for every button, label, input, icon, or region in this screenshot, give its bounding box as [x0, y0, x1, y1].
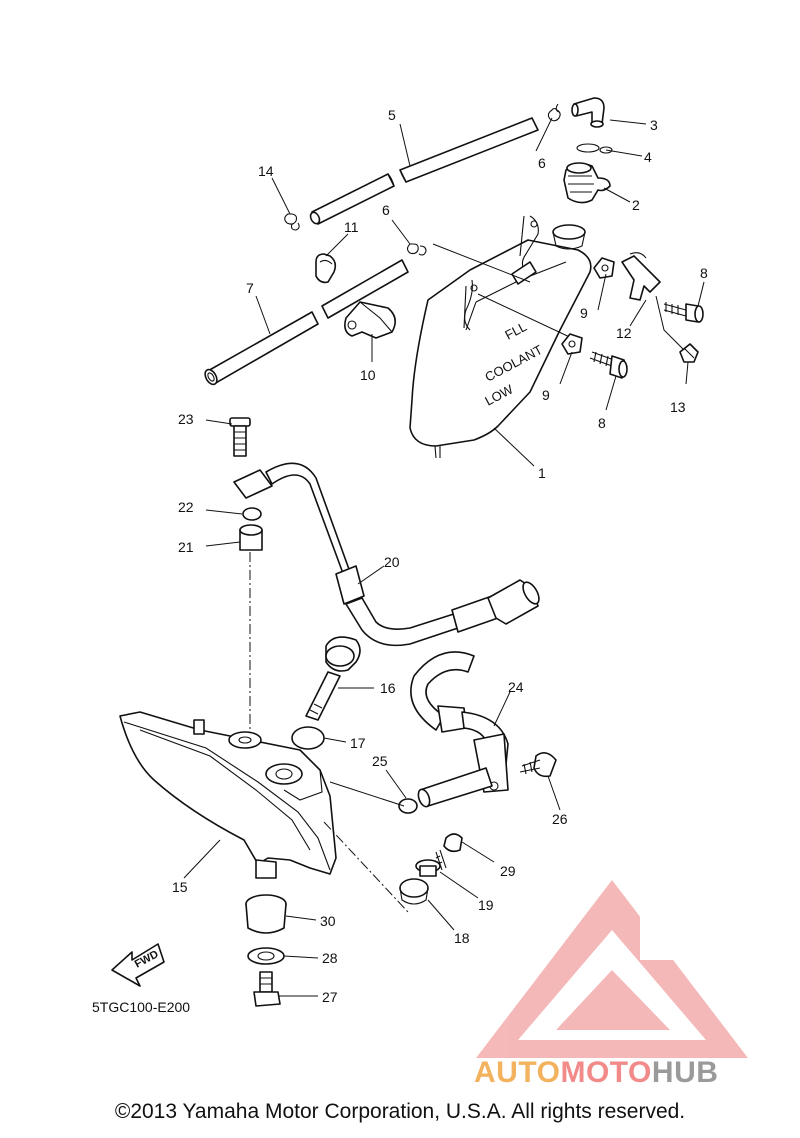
hose-24 [410, 651, 509, 808]
callout-8-right: 8 [700, 265, 708, 281]
watermark-logo [476, 880, 748, 1058]
hose-7 [204, 259, 409, 386]
leader-lines [183, 117, 705, 997]
callout-2: 2 [632, 197, 640, 213]
callout-10: 10 [360, 367, 376, 383]
elbow-fitting-3 [571, 97, 605, 128]
callout-7: 7 [246, 280, 254, 296]
callout-27: 27 [322, 989, 338, 1005]
bolt-29 [435, 833, 463, 871]
callout-29: 29 [500, 863, 516, 879]
callout-6-lower: 6 [382, 202, 390, 218]
washer-19 [415, 859, 441, 877]
bracket-12 [621, 252, 661, 301]
callout-9-upper: 9 [580, 305, 588, 321]
callout-15: 15 [172, 879, 188, 895]
collar-21 [239, 524, 263, 551]
callout-24: 24 [508, 679, 524, 695]
drain-bolt-27 [253, 971, 281, 1007]
o-ring-25 [398, 798, 418, 814]
clip-14 [284, 213, 300, 231]
callout-16: 16 [380, 680, 396, 696]
watermark-part-moto: MOTO [560, 1056, 652, 1089]
clip-6-lower [406, 243, 427, 256]
fwd-arrow-icon: FWD [111, 943, 165, 987]
pipe-20 [233, 462, 540, 647]
callout-3: 3 [650, 117, 658, 133]
callout-8-center: 8 [598, 415, 606, 431]
callout-26: 26 [552, 811, 568, 827]
callout-18: 18 [454, 930, 470, 946]
callout-30: 30 [320, 913, 336, 929]
watermark-part-auto: AUTO [474, 1056, 561, 1089]
callout-23: 23 [178, 411, 194, 427]
collar-9-upper [593, 257, 615, 279]
dipstick-16 [305, 636, 361, 721]
callout-21: 21 [178, 539, 194, 555]
callout-11: 11 [344, 219, 359, 235]
callout-22: 22 [178, 499, 194, 515]
drain-cap-30 [245, 894, 287, 934]
o-ring-22 [242, 507, 262, 521]
o-ring-4 [576, 143, 613, 154]
grommet-18 [399, 878, 429, 905]
callout-6-upper: 6 [538, 155, 546, 171]
callout-13: 13 [670, 399, 686, 415]
hose-clamp-10 [344, 301, 396, 339]
callout-numbers: 1 2 3 4 5 6 6 7 8 8 9 9 10 11 12 13 14 1… [172, 107, 708, 1005]
callout-9-lower: 9 [542, 387, 550, 403]
hose-5 [309, 117, 539, 225]
drawing-code: 5TGC100-E200 [92, 999, 190, 1015]
o-ring-17 [291, 726, 325, 750]
watermark-part-hub: HUB [651, 1056, 719, 1089]
callout-17: 17 [350, 735, 366, 751]
radiator-cap-2 [563, 162, 611, 204]
callout-28: 28 [322, 950, 338, 966]
watermark-text: AUTOMOTOHUB [474, 1056, 718, 1090]
collar-9-lower [561, 333, 583, 355]
callout-1: 1 [538, 465, 546, 481]
clip-6-upper [547, 103, 561, 122]
bolt-26 [519, 752, 557, 778]
copyright-notice: ©2013 Yamaha Motor Corporation, U.S.A. A… [114, 1100, 686, 1123]
callout-14: 14 [258, 163, 274, 179]
callout-25: 25 [372, 753, 388, 769]
bolt-8-right [663, 302, 704, 323]
callout-12: 12 [616, 325, 632, 341]
coolant-reservoir-tank-1: FLL COOLANT LOW [409, 215, 592, 459]
callout-5: 5 [388, 107, 396, 123]
washer-28 [247, 947, 285, 965]
oil-tank-15 [119, 711, 337, 879]
callout-4: 4 [644, 149, 652, 165]
callout-19: 19 [478, 897, 494, 913]
clip-13 [679, 343, 699, 363]
hose-clamp-11 [315, 253, 337, 284]
callout-20: 20 [384, 554, 400, 570]
bolt-8-center [589, 351, 628, 379]
bolt-23 [229, 417, 251, 457]
